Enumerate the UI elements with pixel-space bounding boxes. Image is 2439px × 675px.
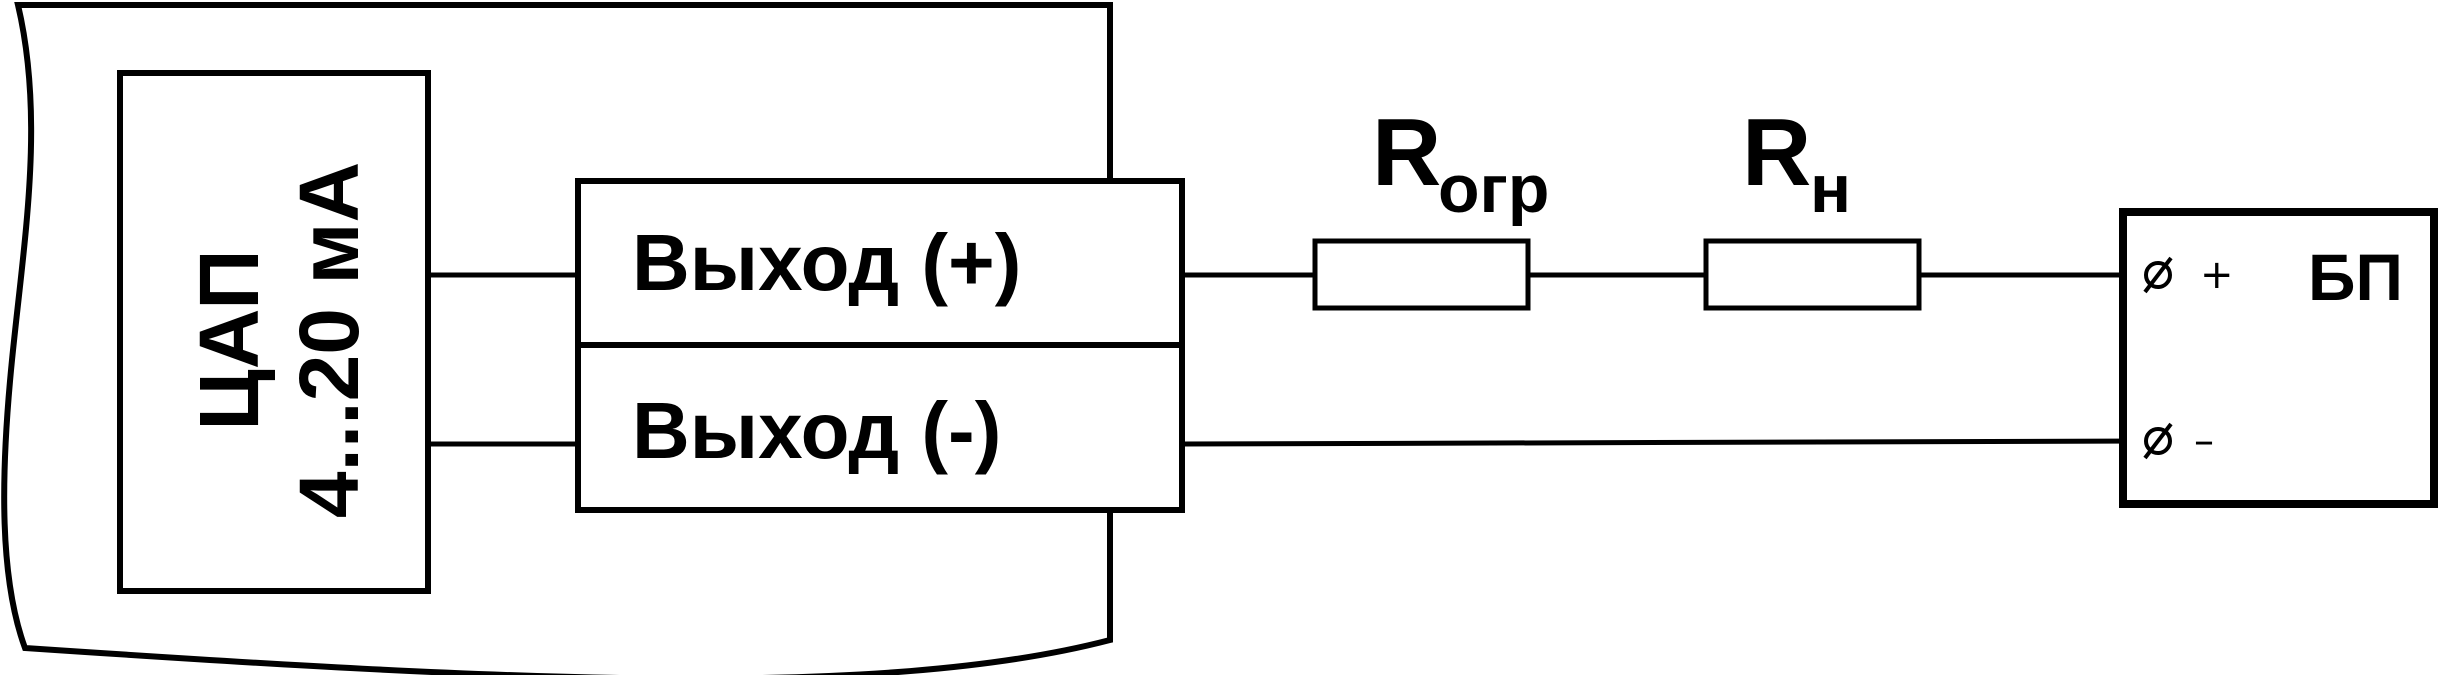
ps-plus-sign: + (2200, 252, 2234, 298)
ps-minus-terminal-icon (2143, 422, 2173, 460)
power-supply-box (2119, 208, 2438, 508)
dac-module-label: ЦАП (182, 249, 276, 430)
dac-range-label: 4...20 мА (282, 162, 376, 518)
resistor-limit (1312, 238, 1531, 311)
power-supply-label: БП (2308, 240, 2403, 314)
resistor-load-subscript: н (1810, 151, 1851, 227)
dac-module-box (117, 70, 431, 594)
ps-plus-terminal-icon (2143, 256, 2173, 294)
resistor-load (1703, 238, 1922, 311)
wire-out-minus-to-ps-minus (1181, 438, 2149, 447)
resistor-limit-subscript: огр (1438, 151, 1549, 227)
resistor-load-symbol: R (1742, 99, 1811, 206)
output-plus-label: Выход (+) (632, 218, 1021, 307)
device-housing (1, 2, 1113, 675)
output-minus-label: Выход (-) (632, 386, 1001, 475)
ps-minus-sign: – (2194, 418, 2214, 464)
resistor-limit-symbol: R (1372, 99, 1441, 206)
